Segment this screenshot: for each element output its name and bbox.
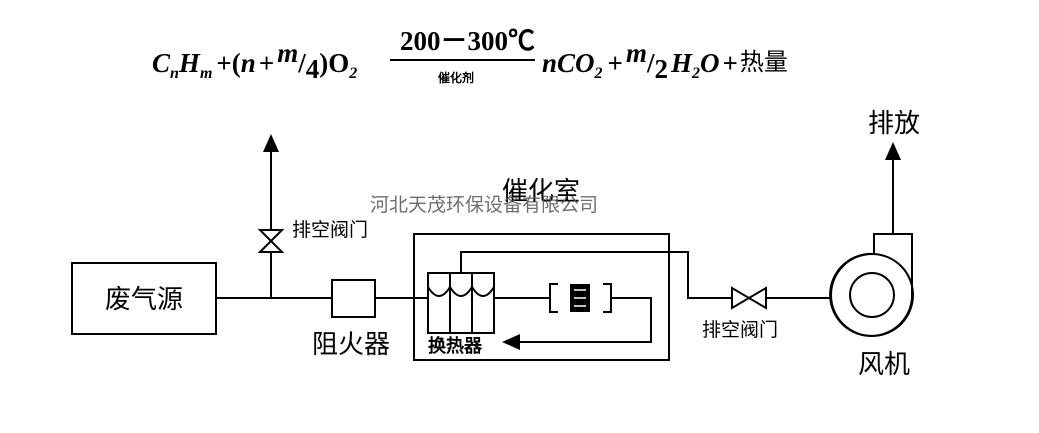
flame-arrester-label: 阻火器: [312, 330, 390, 360]
vent-valve-left-icon: [257, 229, 285, 253]
catalytic-chamber-label: 催化室: [502, 177, 580, 207]
vent-valve-right-icon: [731, 286, 767, 310]
flame-arrester-box: [331, 279, 376, 318]
vent-valve-right-label: 排空阀门: [702, 319, 778, 341]
discharge-label: 排放: [868, 109, 920, 139]
reaction-condition-catalyst: 催化剂: [438, 70, 474, 85]
reaction-condition-temperature: 200－300℃: [400, 26, 535, 56]
catalyst-bed-icon: [549, 283, 612, 313]
vent-valve-left-label: 排空阀门: [292, 219, 368, 241]
waste-gas-source-label: 废气源: [105, 285, 183, 315]
outlet-pipe: [460, 251, 732, 299]
heat-exchanger-icon: [427, 272, 495, 334]
watermark-text: 河北天茂环保设备有限公司: [370, 194, 598, 216]
catalytic-chamber-box: [413, 233, 670, 361]
heat-exchanger-label: 换热器: [428, 335, 483, 357]
return-loop-arrow: [502, 297, 652, 350]
fan-label: 风机: [858, 350, 910, 380]
equation-left-side: CnHm+(n+m/4)O2: [152, 38, 357, 84]
fan-icon: [829, 233, 914, 337]
